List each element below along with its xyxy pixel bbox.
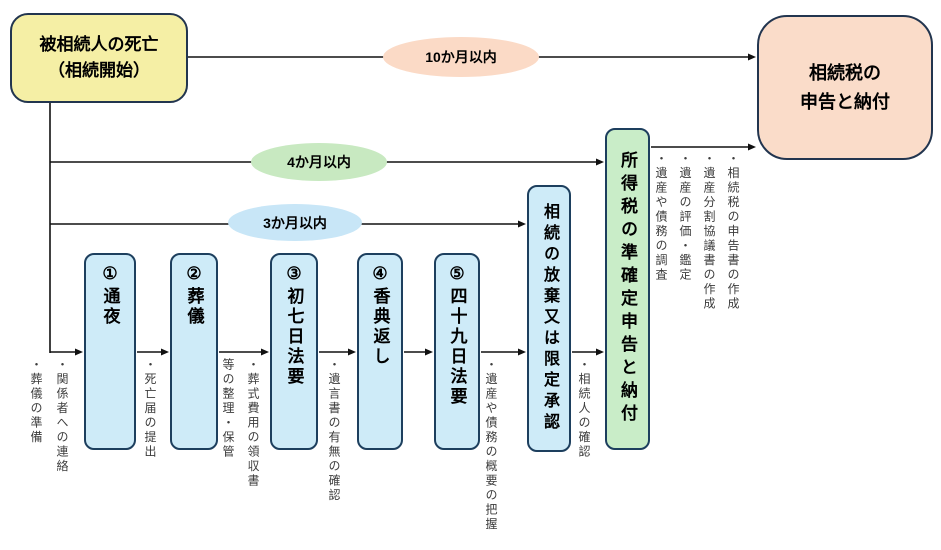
note-line: ・遺産や債務の概要の把握 [484, 358, 498, 532]
note-line: 等の整理・保管 [221, 358, 235, 460]
note-line: ・相続人の確認 [577, 358, 591, 460]
step-label: 通夜 [100, 287, 120, 328]
timeline-badge-10-months: 10か月以内 [383, 37, 539, 77]
end-box-inheritance-tax-filing: 相続税の 申告と納付 [757, 15, 933, 160]
step-label: 香典返し [370, 287, 390, 368]
note-line: ・関係者への連絡 [55, 358, 69, 474]
note-confirm-heirs: ・相続人の確認 [572, 358, 596, 548]
step-label: 四十九日法要 [447, 287, 467, 408]
note-funeral-expense-receipts: ・葬式費用の領収書 等の整理・保管 [215, 358, 265, 508]
note-check-for-will: ・遺言書の有無の確認 [322, 358, 346, 548]
step-box-5-49th-day-service: ⑤ 四十九日法要 [434, 253, 480, 450]
note-contact-and-funeral-preparation: ・関係者への連絡 ・葬儀の準備 [23, 358, 75, 548]
decision-box-renunciation-or-qualified-acceptance: 相続の放棄又は限定承認 [527, 185, 571, 452]
timeline-badge-4-months-label: 4か月以内 [287, 154, 351, 170]
tax-box-quasi-final-income-tax-return: 所得税の準確定申告と納付 [605, 128, 650, 450]
start-box-line2: （相続開始） [48, 61, 150, 80]
step-box-3-seventh-day-service: ③ 初七日法要 [270, 253, 318, 450]
step-label: 葬儀 [184, 287, 204, 328]
timeline-badge-10-months-label: 10か月以内 [425, 49, 497, 65]
note-line: ・遺産の評価・鑑定 [678, 152, 692, 283]
timeline-badge-4-months: 4か月以内 [251, 143, 387, 181]
decision-box-label: 相続の放棄又は限定承認 [541, 203, 558, 434]
note-line: ・死亡届の提出 [143, 358, 157, 460]
step-number: ② [186, 264, 202, 283]
step-box-2-funeral: ② 葬儀 [170, 253, 218, 450]
step-number: ④ [372, 264, 388, 283]
tax-box-label: 所得税の準確定申告と納付 [618, 151, 637, 427]
end-box-line1: 相続税の [809, 62, 881, 83]
step-number: ⑤ [449, 264, 465, 283]
step-box-4-return-gifts: ④ 香典返し [357, 253, 403, 450]
note-line: ・葬式費用の領収書 [246, 358, 260, 489]
note-tax-return-preparation-tasks: ・相続税の申告書の作成 ・遺産分割協議書の作成 ・遺産の評価・鑑定 ・遺産や債務… [649, 152, 745, 327]
note-grasp-assets-and-debts: ・遺産や債務の概要の把握 [479, 358, 503, 548]
note-line: ・相続税の申告書の作成 [726, 152, 740, 312]
note-line: ・葬儀の準備 [29, 358, 43, 445]
end-box-line2: 申告と納付 [800, 91, 890, 112]
timeline-badge-3-months: 3か月以内 [228, 204, 362, 241]
note-line: ・遺言書の有無の確認 [327, 358, 341, 503]
step-box-1-wake: ① 通夜 [84, 253, 136, 450]
step-label: 初七日法要 [284, 287, 304, 388]
note-line: ・遺産や債務の調査 [654, 152, 668, 283]
note-line: ・遺産分割協議書の作成 [702, 152, 716, 312]
start-box-line1: 被相続人の死亡 [39, 34, 159, 54]
timeline-badge-3-months-label: 3か月以内 [263, 214, 327, 231]
note-death-notification: ・死亡届の提出 [138, 358, 162, 548]
step-number: ① [102, 264, 118, 283]
start-box-death-of-decedent: 被相続人の死亡 （相続開始） [10, 13, 188, 103]
step-number: ③ [286, 264, 302, 283]
